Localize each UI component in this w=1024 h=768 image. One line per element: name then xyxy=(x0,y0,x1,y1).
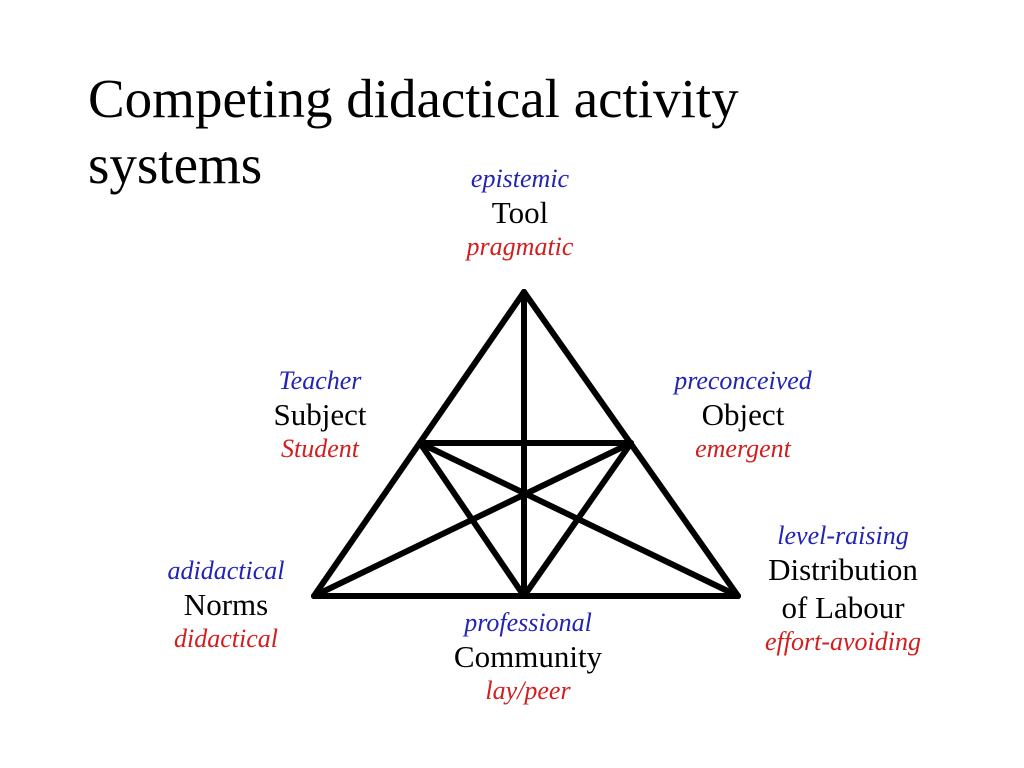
division-label: Distribution of Labour xyxy=(765,551,921,627)
tool-epistemic: epistemic xyxy=(470,164,570,193)
norms-label: Norms xyxy=(183,587,269,622)
tool-label: Tool xyxy=(491,195,549,230)
object-emergent: emergent xyxy=(695,434,791,463)
slide-title-line-2: systems xyxy=(88,134,263,195)
triangle-line-inner-left-to-right-mid xyxy=(311,440,634,599)
division-effort-avoiding: effort-avoiding xyxy=(765,627,921,656)
node-tool: epistemic Tool pragmatic xyxy=(467,164,574,262)
object-label: Object xyxy=(701,397,785,432)
node-community: professional Community lay/peer xyxy=(454,608,602,706)
subject-teacher: Teacher xyxy=(278,366,362,395)
node-division-of-labour: level-raising Distribution of Labour eff… xyxy=(765,521,921,657)
slide-title: Competing didactical activity systems xyxy=(88,66,908,198)
node-norms: adidactical Norms didactical xyxy=(168,556,285,654)
division-label-line-1: Distribution xyxy=(768,552,918,587)
community-lay-peer: lay/peer xyxy=(485,676,571,705)
subject-student: Student xyxy=(281,434,359,463)
community-label: Community xyxy=(453,639,603,674)
community-professional: professional xyxy=(464,608,592,637)
object-preconceived: preconceived xyxy=(674,366,812,395)
triangle-line-inner-right-to-left-mid xyxy=(417,440,741,599)
node-object: preconceived Object emergent xyxy=(674,366,812,464)
division-label-line-2: of Labour xyxy=(781,590,905,625)
subject-label: Subject xyxy=(273,397,367,432)
norms-didactical: didactical xyxy=(174,624,278,653)
slide-title-line-1: Competing didactical activity xyxy=(88,68,739,129)
node-subject: Teacher Subject Student xyxy=(274,366,367,464)
norms-adidactical: adidactical xyxy=(167,556,285,585)
tool-pragmatic: pragmatic xyxy=(466,232,574,261)
division-level-raising: level-raising xyxy=(777,521,909,550)
